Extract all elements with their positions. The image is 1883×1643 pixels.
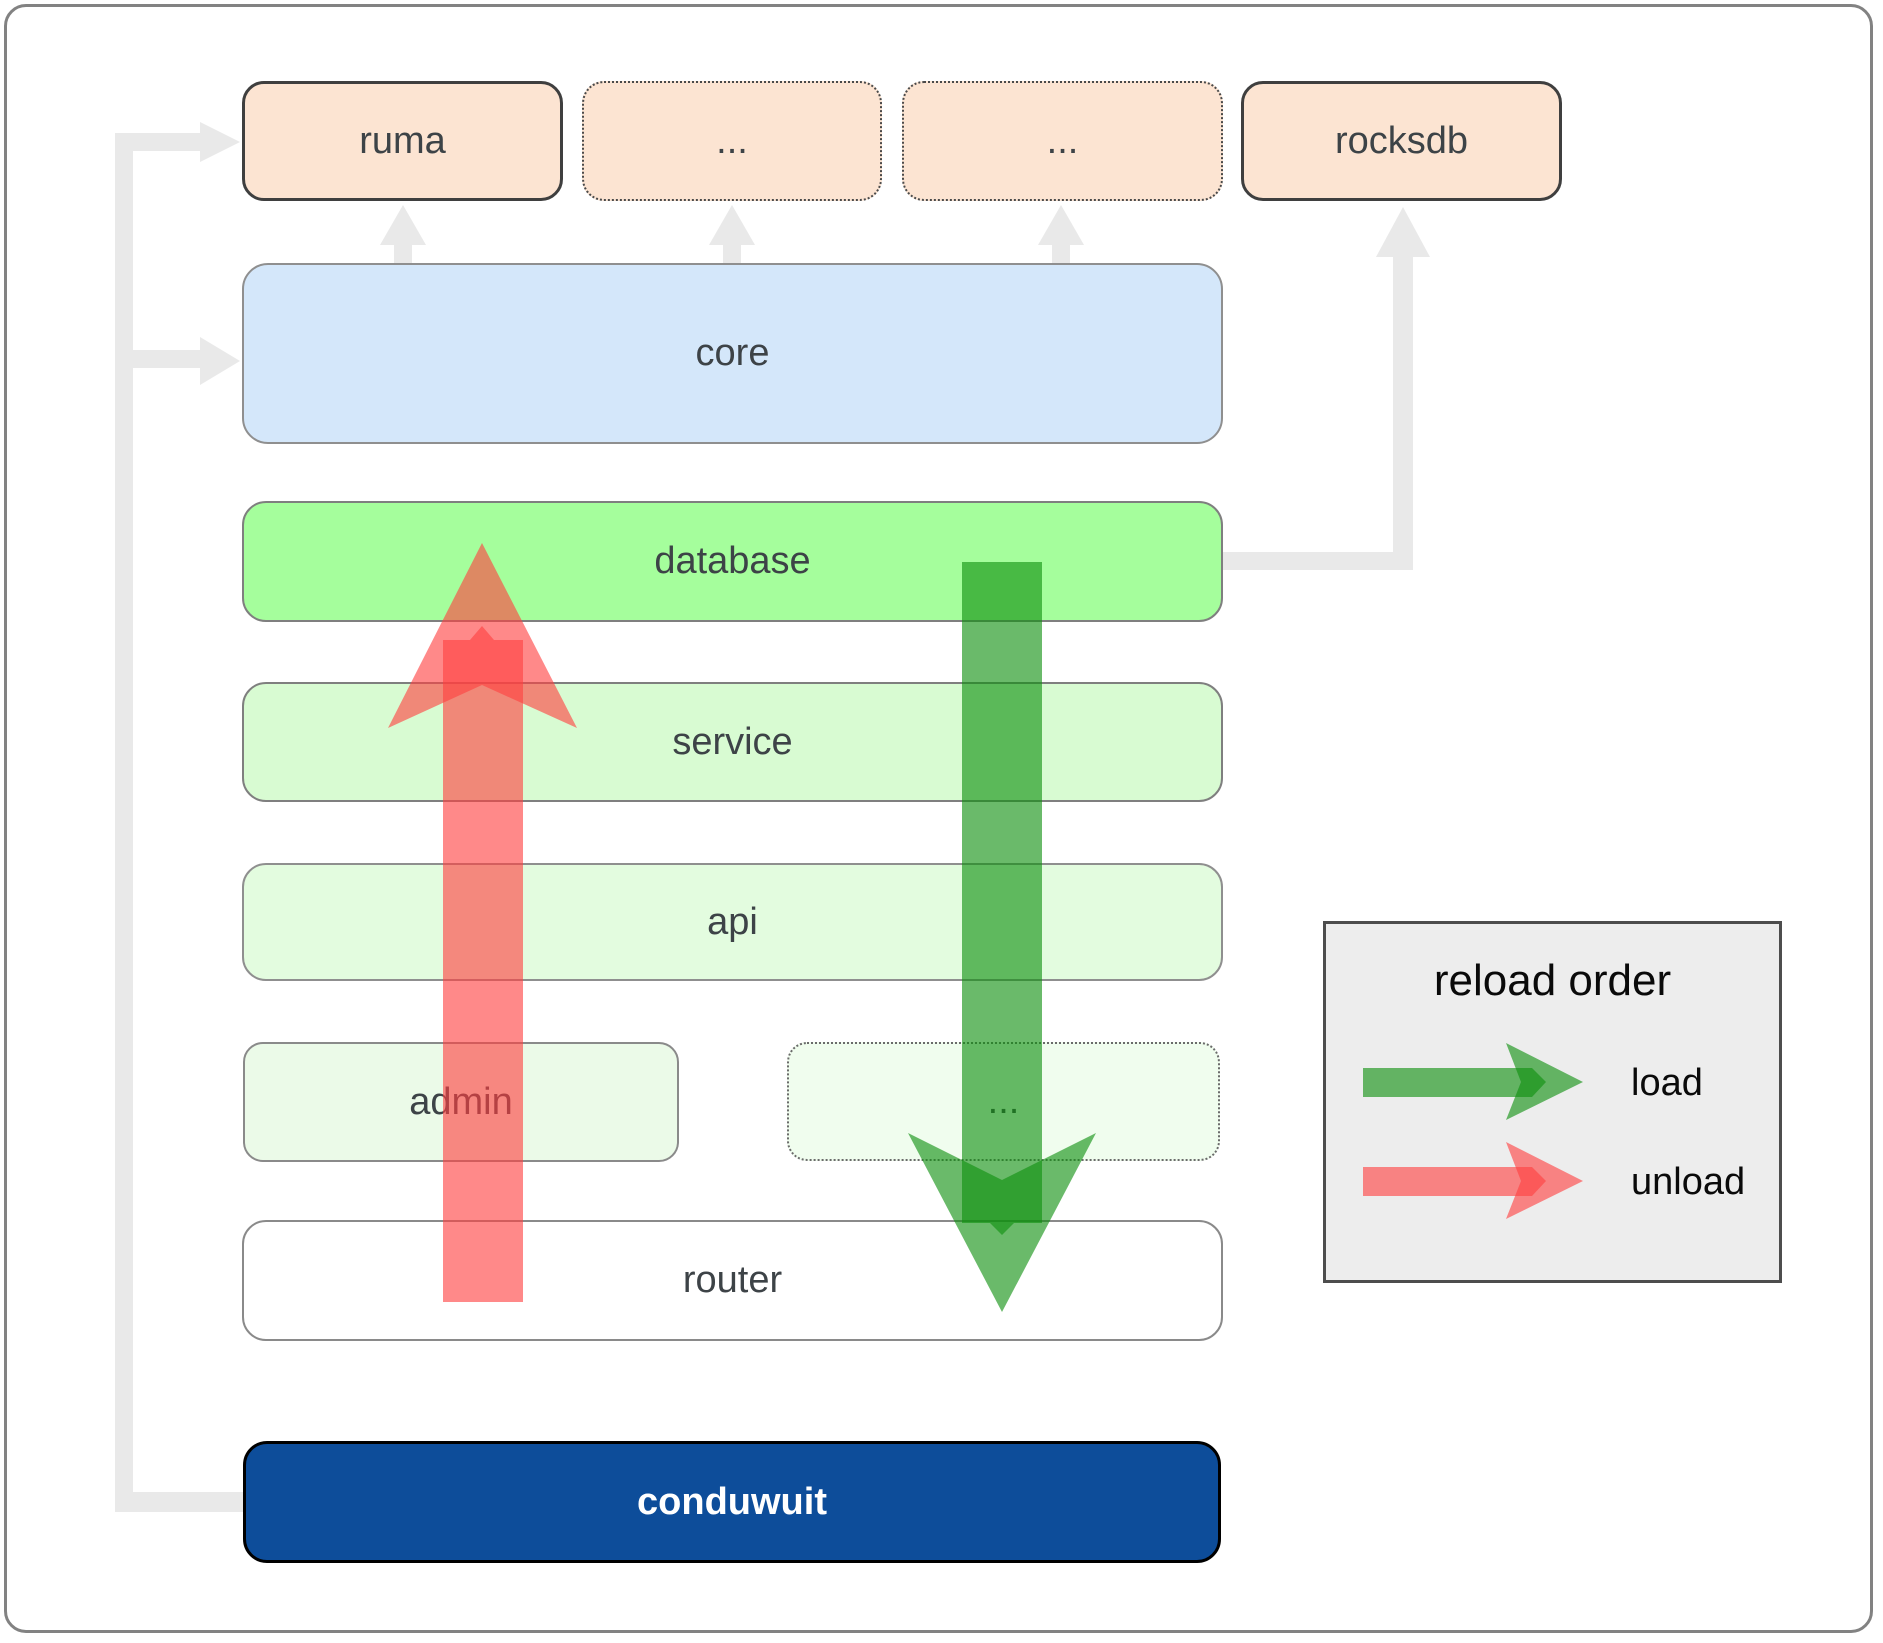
node-service: service	[242, 682, 1223, 802]
node-rocksdb: rocksdb	[1241, 81, 1562, 201]
legend-unload-label: unload	[1631, 1161, 1746, 1203]
node-admin-label: admin	[409, 1080, 513, 1123]
legend-load-label: load	[1631, 1062, 1703, 1104]
node-database: database	[242, 501, 1223, 622]
node-service-label: service	[672, 720, 793, 763]
node-admin: admin	[243, 1042, 679, 1162]
node-router-label: router	[682, 1259, 783, 1301]
node-ellipsis-admin-label: ...	[987, 1080, 1020, 1122]
node-ellipsis-top-2-label: ...	[1046, 119, 1079, 162]
node-api: api	[242, 863, 1223, 981]
node-ellipsis-top-1-label: ...	[716, 119, 748, 162]
node-ellipsis-top-2: ...	[902, 81, 1223, 201]
legend-reload-order: reload order load unload	[1323, 921, 1782, 1283]
node-ruma: ruma	[242, 81, 563, 201]
node-rocksdb-label: rocksdb	[1334, 119, 1469, 162]
legend-title: reload order	[1433, 956, 1672, 1005]
node-core-label: core	[695, 332, 770, 374]
node-database-label: database	[654, 540, 811, 582]
node-api-label: api	[707, 900, 758, 943]
node-ruma-label: ruma	[359, 119, 446, 162]
node-core: core	[242, 263, 1223, 444]
node-conduwuit: conduwuit	[243, 1441, 1221, 1563]
node-router: router	[242, 1220, 1223, 1341]
node-ellipsis-admin: ...	[787, 1042, 1220, 1161]
node-ellipsis-top-1: ...	[582, 81, 882, 201]
node-conduwuit-label: conduwuit	[637, 1480, 827, 1523]
diagram-frame	[4, 4, 1873, 1633]
